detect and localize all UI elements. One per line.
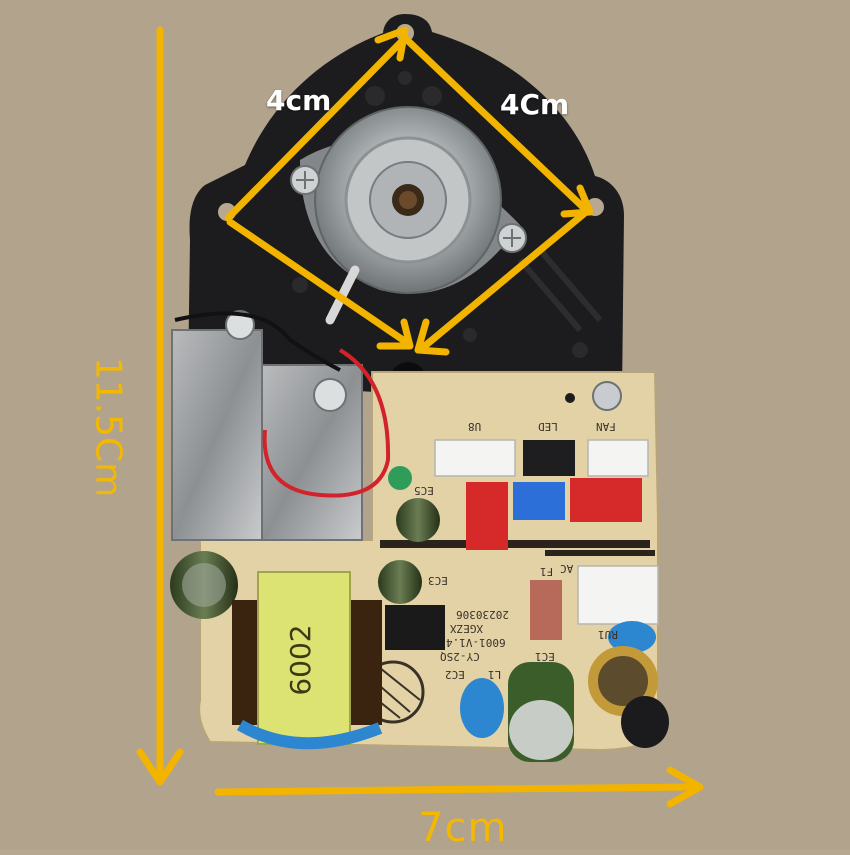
top-left-edge-label: 4cm <box>266 84 332 117</box>
pcb-marking-ec5: EC5 <box>414 484 434 497</box>
pcb-marking-ac: AC <box>560 562 574 575</box>
measurement-arrows <box>136 26 704 808</box>
board-height-label: 11.5Cm <box>78 347 138 507</box>
pcb-marking-maker: XGEZX <box>450 622 484 635</box>
pcb-marking-u8: U8 <box>468 420 482 433</box>
pcb-marking-ec2: EC2 <box>445 668 465 681</box>
pcb-marking-ec3: EC3 <box>428 574 448 587</box>
pcb-marking-f1: F1 <box>540 565 554 578</box>
pcb-marking-fan: FAN <box>596 420 616 433</box>
metal-shield <box>171 310 391 541</box>
pcb-marking-l1: L1 <box>488 668 502 681</box>
board-width-label: 7cm <box>418 805 508 851</box>
pcb-marking-model: CY-2SQ <box>440 650 480 663</box>
transducer-disc <box>290 106 527 325</box>
top-right-edge-label: 4Cm <box>500 88 570 121</box>
transformer <box>232 571 383 750</box>
pcb-marking-ru1: RU1 <box>598 628 618 641</box>
connector-row-top <box>434 439 649 477</box>
pcb-marking-led: LED <box>538 420 558 433</box>
pcb-marking-ec1: EC1 <box>535 650 555 663</box>
board-height-text: 11.5Cm <box>87 356 129 498</box>
transformer-marking: 6002 <box>284 624 317 696</box>
pcb-marking-date: 20230306 <box>456 608 509 621</box>
components <box>170 466 669 762</box>
connector-row-mid <box>466 478 659 625</box>
pcb-marking-version: 6001-V1.4 <box>446 636 506 649</box>
